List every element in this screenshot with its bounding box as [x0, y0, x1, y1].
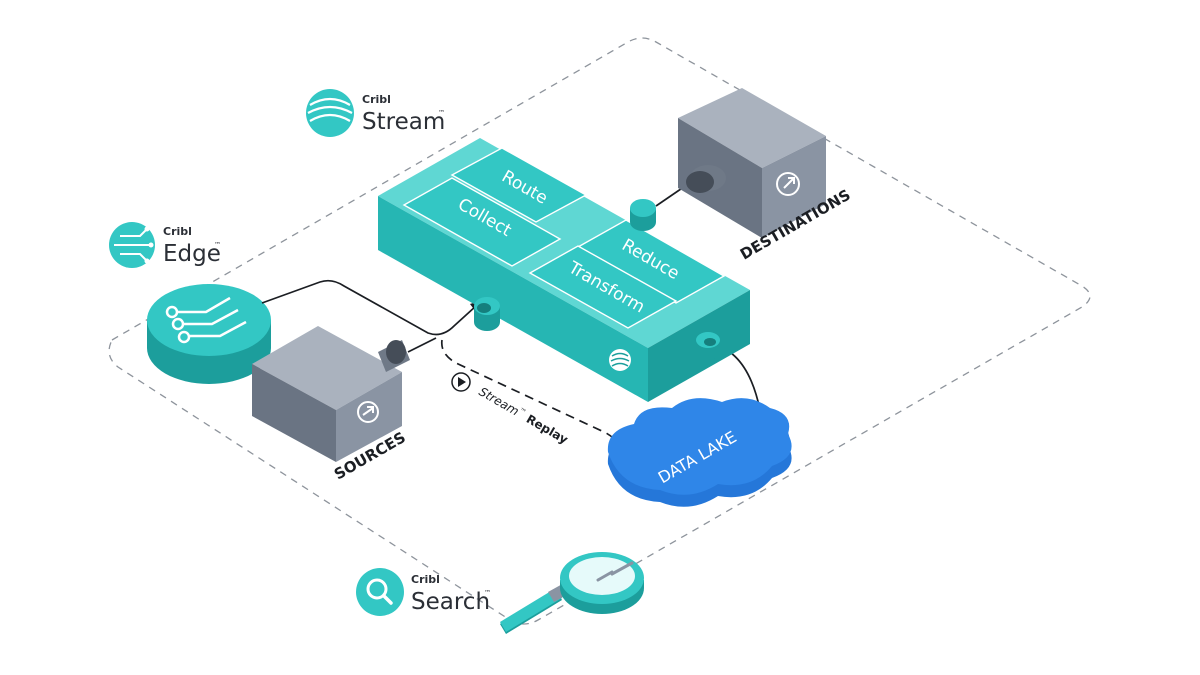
stream-brand-tm: ™	[438, 109, 445, 117]
search-brand-name: Search	[411, 589, 490, 615]
edge-logo-icon	[109, 222, 155, 268]
replay-marker	[451, 372, 471, 392]
search-brand-tm: ™	[484, 589, 491, 597]
search-brand-small: Cribl	[411, 573, 440, 586]
replay-tm: ™	[517, 406, 527, 416]
search-brand: Cribl Search ™	[356, 568, 491, 616]
arrow-in-icon	[357, 401, 379, 423]
stream-logo-icon	[306, 89, 354, 137]
destinations-box	[678, 88, 826, 238]
stream-lake-port	[696, 332, 720, 360]
route-tile	[450, 147, 588, 223]
platform-outline	[108, 37, 1091, 625]
sources-box	[252, 326, 410, 462]
stream-block: Route Collect Reduce Transform	[378, 138, 750, 402]
edge-brand-small: Cribl	[163, 225, 192, 238]
collect-tile	[402, 177, 562, 267]
edge-brand: Cribl Edge ™	[109, 222, 221, 268]
stream-brand-name: Stream	[362, 109, 445, 135]
source-connector	[378, 340, 410, 372]
edge-to-stream-line	[261, 279, 477, 336]
stream-brand-small: Cribl	[362, 93, 391, 106]
destination-connector	[686, 165, 726, 193]
search-logo-icon	[356, 568, 404, 616]
edge-brand-name: Edge	[163, 241, 221, 267]
sources-to-stream-line	[407, 337, 437, 353]
arrow-out-icon	[776, 172, 800, 196]
replay-label: Stream™Replay	[477, 384, 571, 446]
stream-brand: Cribl Stream ™	[306, 89, 445, 137]
stream-output-port	[630, 199, 656, 231]
edge-node	[147, 284, 271, 384]
edge-brand-tm: ™	[214, 241, 221, 249]
circuit-icon	[165, 296, 247, 344]
stream-input-port	[474, 297, 500, 331]
transform-tile	[528, 245, 678, 329]
replay-word: Replay	[524, 412, 571, 447]
magnifier-icon	[500, 552, 644, 634]
stream-block-logo-icon	[609, 349, 631, 371]
play-icon	[458, 377, 466, 387]
data-lake: DATA LAKE	[607, 398, 792, 507]
